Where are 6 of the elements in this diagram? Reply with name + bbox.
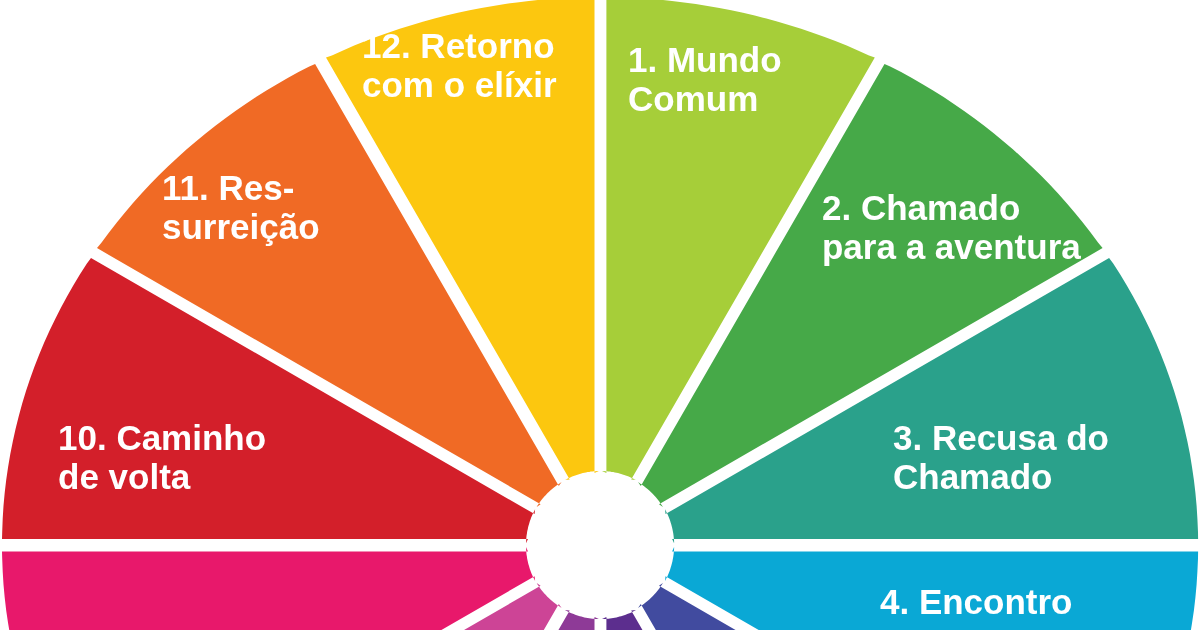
stage-label: 10. Caminho de volta — [58, 418, 268, 496]
stage-label: 4. Encontro — [880, 582, 1074, 621]
stage-label: 3. Recusa do Chamado — [893, 418, 1110, 496]
stage-label: 1. Mundo Comum — [628, 40, 783, 118]
stage-label: 11. Res- surreição — [162, 168, 321, 246]
stage-label: 2. Chamado para a aventura — [822, 188, 1082, 266]
